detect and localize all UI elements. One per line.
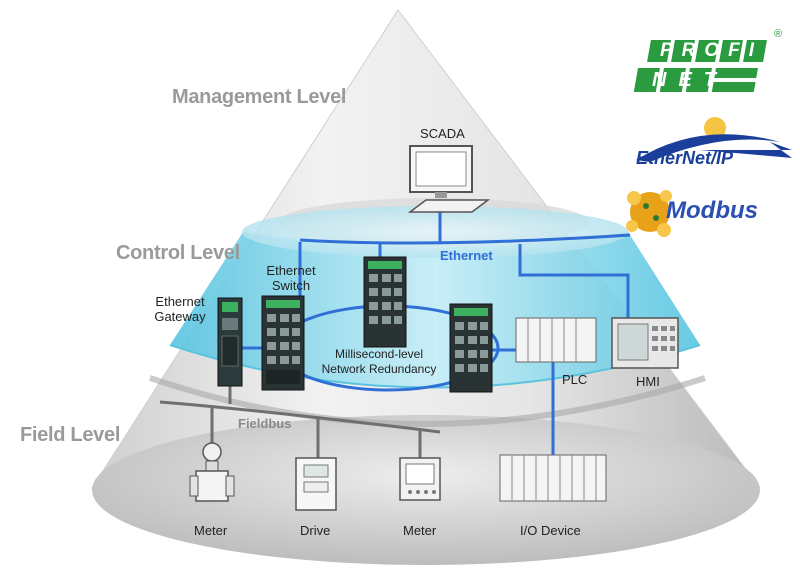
hmi-icon [611, 317, 679, 369]
ethernet-network-label: Ethernet [440, 248, 493, 263]
meter-right-label: Meter [403, 523, 437, 538]
meter-right-icon [399, 457, 441, 501]
scada-computer-icon [407, 145, 491, 213]
ethernetip-text: EtherNet/IP [636, 148, 734, 168]
ethernet-gateway-icon [217, 297, 243, 387]
ethernet-backbone-line [299, 233, 631, 245]
fieldbus-network-label: Fieldbus [238, 416, 292, 431]
ethernet-gateway-label-line1: Ethernet [155, 294, 205, 309]
control-level-label: Control Level [116, 242, 240, 264]
ethernet-switch-left-icon [261, 295, 305, 391]
profinet-top-text: PROFI [660, 40, 764, 61]
io-device-icon [499, 454, 607, 502]
management-level-label: Management Level [172, 86, 347, 108]
modbus-logo [626, 190, 672, 237]
drive-label: Drive [300, 523, 331, 538]
io-device-label: I/O Device [520, 523, 581, 538]
profinet-logo [633, 40, 767, 92]
ethernet-switch-label-line2: Switch [271, 278, 311, 293]
modbus-text: Modbus [666, 197, 758, 224]
redundancy-label-line1: Millisecond-level [334, 347, 424, 361]
ethernet-gateway-label-line2: Gateway [154, 309, 206, 324]
profinet-registered-mark: ® [774, 28, 783, 40]
ethernet-switch-center-icon [363, 256, 407, 348]
ethernet-switch-label-line1: Ethernet [266, 263, 316, 278]
hmi-label: HMI [636, 374, 660, 389]
meter-left-label: Meter [194, 523, 228, 538]
redundancy-label: Millisecond-level Network Redundancy [312, 347, 446, 377]
fieldbus-network [159, 385, 441, 458]
plc-label: PLC [562, 372, 588, 387]
scada-label: SCADA [420, 126, 465, 141]
plc-icon [515, 317, 597, 363]
flow-meter-icon [189, 442, 235, 502]
profinet-bottom-text: NET [652, 69, 728, 91]
ethernet-plc-link [518, 244, 630, 318]
field-level-label: Field Level [20, 424, 121, 446]
ethernetip-logo [636, 117, 792, 162]
drive-icon [295, 457, 337, 511]
ethernet-switch-right-icon [449, 303, 493, 393]
field-level-rim [149, 375, 706, 427]
redundancy-label-line2: Network Redundancy [321, 362, 437, 376]
ethernet-switch-label: Ethernet Switch [262, 263, 320, 293]
ethernet-gateway-label: Ethernet Gateway [148, 294, 212, 324]
fieldbus-line [159, 400, 441, 434]
control-level-top [242, 206, 628, 258]
